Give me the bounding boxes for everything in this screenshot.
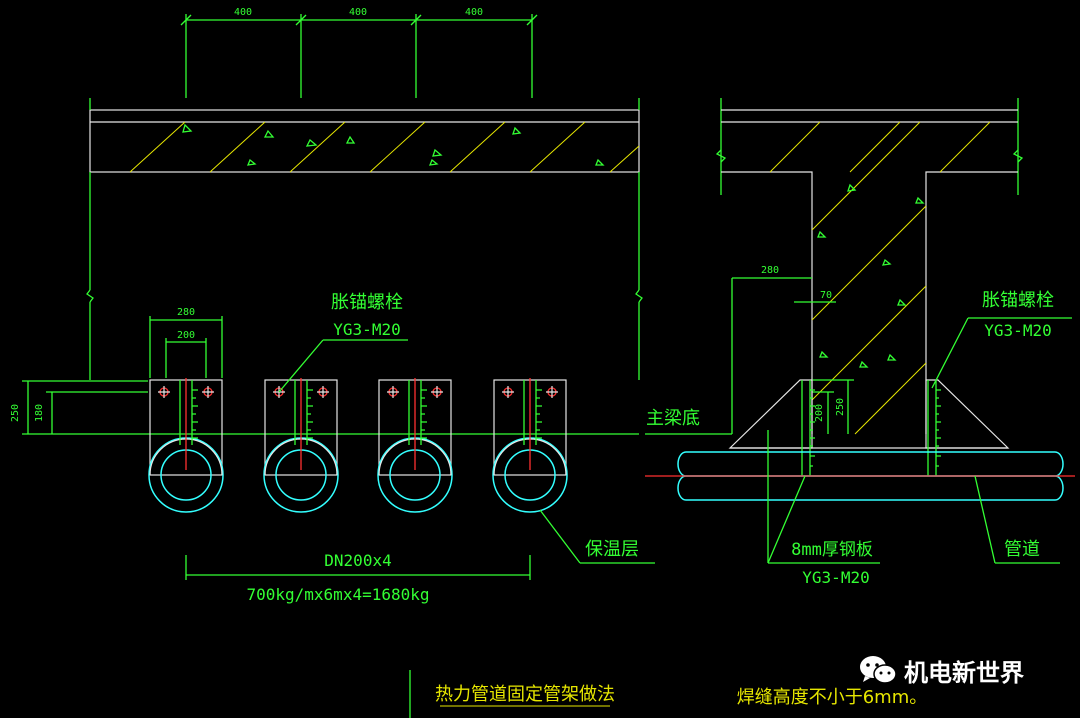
beam-bottom-label: 主梁底 bbox=[646, 408, 700, 429]
anchor-label-left: 胀锚螺栓 bbox=[331, 292, 403, 313]
left-view: 400 400 400 bbox=[10, 7, 655, 718]
pipe-label: 管道 bbox=[1004, 539, 1040, 560]
plate-leader bbox=[767, 430, 880, 564]
top-dimension bbox=[180, 14, 538, 98]
t-beam bbox=[715, 98, 1024, 435]
insulation-leader bbox=[539, 509, 655, 564]
left-side-dims bbox=[22, 380, 148, 435]
plate-spec: YG3-M20 bbox=[802, 568, 869, 587]
left-walls bbox=[86, 98, 643, 380]
anchor-spec-right: YG3-M20 bbox=[984, 321, 1051, 340]
anchor-spec-left: YG3-M20 bbox=[333, 320, 400, 339]
anchor-leader-left bbox=[278, 339, 408, 393]
dim-70-right: 70 bbox=[820, 290, 832, 301]
pipe-group-dim bbox=[185, 555, 531, 580]
drawing-title: 热力管道固定管架做法 bbox=[435, 684, 615, 705]
dim-250-right: 250 bbox=[835, 398, 846, 416]
load-calc: 700kg/mx6mx4=1680kg bbox=[246, 585, 429, 604]
insulation-label: 保温层 bbox=[585, 539, 639, 560]
steel-bracket bbox=[728, 379, 1010, 476]
pipe-clamp-1 bbox=[148, 378, 224, 513]
dim-400-3: 400 bbox=[465, 7, 483, 18]
pipe-clamp-3 bbox=[377, 378, 453, 513]
dim-400-1: 400 bbox=[234, 7, 252, 18]
anchor-label-right: 胀锚螺栓 bbox=[982, 290, 1054, 311]
pipe-clamp-2 bbox=[263, 378, 339, 513]
clamp-dims bbox=[149, 316, 223, 378]
right-view: 280 70 200 250 主梁底 胀锚螺栓 YG3-M20 bbox=[645, 98, 1075, 708]
watermark: 机电新世界 bbox=[858, 650, 1063, 690]
plate-label: 8mm厚钢板 bbox=[791, 540, 873, 560]
dim-280-right: 280 bbox=[761, 265, 779, 276]
watermark-text: 机电新世界 bbox=[904, 658, 1024, 687]
dim-250-left: 250 bbox=[10, 404, 21, 422]
pipe-leader bbox=[974, 475, 1060, 564]
dim-400-2: 400 bbox=[349, 7, 367, 18]
anchor-leader-right bbox=[931, 317, 1072, 389]
wechat-icon bbox=[860, 656, 897, 684]
dim-200-left: 200 bbox=[177, 330, 195, 341]
dim-180-left: 180 bbox=[34, 404, 45, 422]
pipe-longitudinal bbox=[645, 451, 1075, 501]
weld-note: 焊缝高度不小于6mm。 bbox=[737, 687, 928, 708]
dim-280-left: 280 bbox=[177, 307, 195, 318]
right-dims bbox=[731, 277, 854, 434]
dim-200-right: 200 bbox=[814, 404, 825, 422]
pipe-clamp-4 bbox=[492, 378, 568, 513]
pipe-spec: DN200x4 bbox=[324, 551, 391, 570]
concrete-slab bbox=[89, 109, 640, 173]
